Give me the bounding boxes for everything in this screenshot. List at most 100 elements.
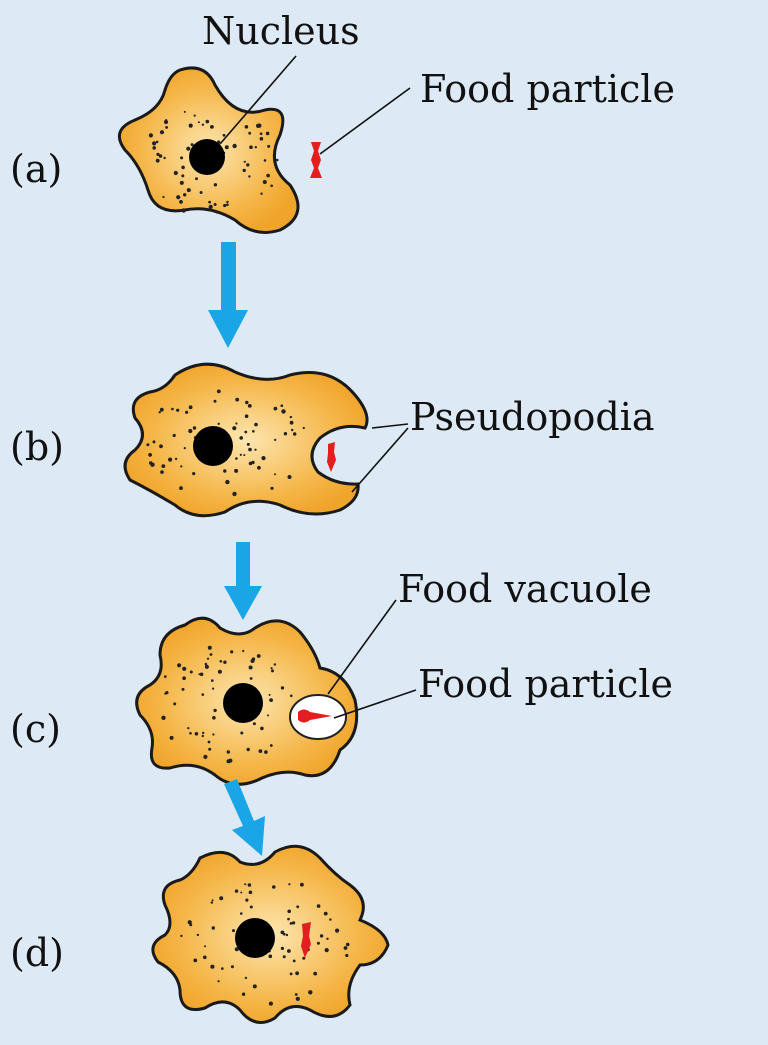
granule [226, 759, 231, 764]
granule [285, 933, 289, 937]
granule [195, 177, 198, 181]
granule [235, 422, 238, 425]
granule [212, 716, 216, 720]
granule [289, 972, 293, 976]
granule [262, 180, 267, 184]
granule [244, 883, 247, 886]
granule [244, 414, 249, 419]
arrow-down-icon [224, 779, 265, 856]
granule [155, 140, 159, 144]
granule [169, 735, 174, 740]
granule [201, 734, 204, 738]
granule [199, 672, 204, 677]
granule [212, 733, 215, 736]
granule [226, 750, 230, 754]
granule [235, 397, 240, 402]
granule [269, 744, 273, 747]
granule [244, 125, 249, 129]
granule [203, 754, 208, 760]
granule [267, 144, 271, 148]
granule [259, 132, 263, 135]
granule [213, 183, 218, 187]
granule [162, 195, 165, 199]
granule [295, 971, 299, 976]
leader-line-pseudopodia-top [371, 423, 409, 429]
granule [271, 669, 274, 673]
granule [234, 889, 239, 893]
granule [239, 436, 243, 440]
granule [210, 964, 215, 969]
granule [182, 666, 187, 671]
granule [213, 708, 217, 713]
granule [257, 465, 261, 470]
granule [274, 473, 276, 476]
granule [308, 990, 313, 995]
granule [329, 918, 332, 921]
granule [289, 922, 293, 925]
granule [289, 415, 293, 419]
granule [182, 676, 186, 680]
granule [206, 657, 210, 660]
granule [221, 967, 224, 970]
granule [282, 932, 286, 936]
granule [235, 457, 238, 460]
granule [295, 996, 300, 1002]
granule [302, 956, 306, 960]
granule [254, 448, 257, 451]
granule [159, 130, 165, 135]
granule [251, 460, 255, 465]
granule [256, 123, 261, 128]
leader-line-nucleus [219, 55, 297, 145]
granule [173, 170, 178, 176]
granule [213, 210, 217, 213]
granule [345, 942, 350, 947]
granule [168, 457, 173, 462]
granule [181, 165, 185, 170]
granule [224, 145, 229, 150]
granule [242, 649, 245, 653]
granule [208, 200, 212, 204]
granule [260, 726, 264, 731]
granule [186, 188, 191, 193]
granule [275, 158, 279, 162]
nucleus-a [189, 139, 225, 175]
granule [210, 125, 214, 129]
granule [245, 898, 249, 902]
granule [197, 121, 200, 124]
granule [159, 407, 164, 412]
granule [212, 687, 215, 690]
granule [223, 469, 227, 473]
nucleus-c [223, 683, 263, 723]
granule [201, 693, 205, 696]
granule [244, 430, 248, 434]
granule [293, 432, 297, 436]
granule [164, 675, 167, 678]
granule [292, 959, 296, 963]
granule [316, 941, 320, 945]
granule [183, 193, 187, 197]
granule [160, 470, 164, 474]
granule [252, 722, 256, 726]
granule [171, 407, 174, 411]
granule [203, 955, 207, 960]
stage-label-a: (a) [10, 147, 62, 191]
granule [189, 670, 193, 674]
label-food-particle-c: Food particle [418, 662, 673, 706]
granule [211, 926, 215, 930]
granule [287, 475, 292, 479]
granule [183, 110, 186, 113]
granule [232, 143, 237, 149]
granule [345, 953, 349, 958]
granule [240, 891, 243, 894]
granule [196, 933, 200, 937]
granule [208, 204, 213, 209]
granule [248, 665, 253, 670]
granule [181, 208, 186, 213]
granule [232, 929, 235, 933]
granule [161, 464, 166, 468]
granule [188, 428, 193, 434]
granule [187, 920, 192, 925]
granule [209, 653, 213, 656]
granule [201, 123, 205, 126]
granule [226, 200, 229, 204]
